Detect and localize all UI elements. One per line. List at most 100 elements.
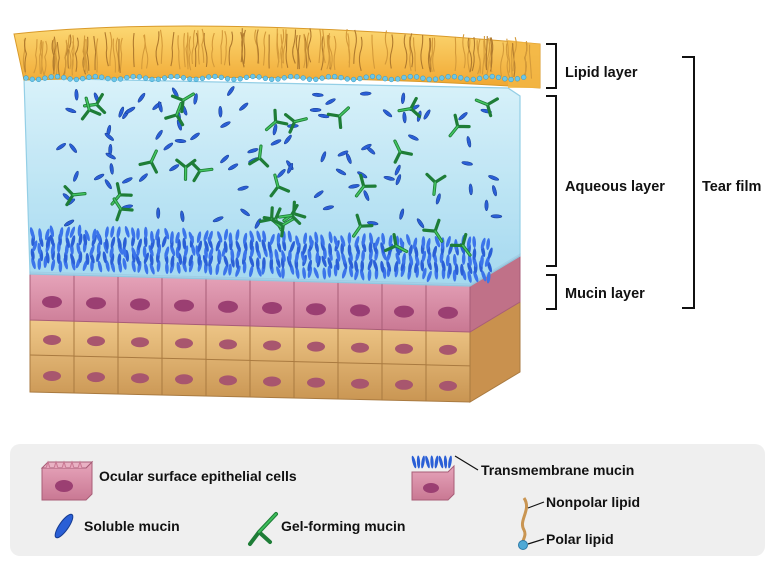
transmembrane-mucin [433, 261, 439, 273]
lipid-strand [115, 37, 120, 72]
transmembrane-mucin [255, 240, 259, 253]
lipid-strand [306, 32, 310, 67]
transmembrane-mucin [269, 233, 275, 246]
transmembrane-mucin [84, 229, 90, 242]
transmembrane-mucin [37, 242, 42, 255]
mucin-layer-label: Mucin layer [565, 286, 645, 302]
transmembrane-mucin [109, 246, 114, 259]
soluble-mucin [272, 123, 278, 136]
transmembrane-mucin [322, 267, 327, 280]
soluble-mucin [320, 151, 327, 163]
transmembrane-mucin [223, 264, 229, 276]
lipid-strand [197, 30, 200, 65]
transmembrane-mucin [269, 257, 274, 270]
polar-lipid-head [29, 76, 35, 82]
transmembrane-mucin [50, 259, 56, 272]
polar-lipid-head [111, 76, 117, 83]
gel-forming-mucin [474, 97, 499, 118]
polar-lipid-head [451, 74, 458, 80]
lipid-strand [488, 38, 493, 73]
transmembrane-mucin [262, 230, 267, 243]
transmembrane-mucin [122, 257, 127, 270]
transmembrane-mucin [92, 228, 97, 241]
transmembrane-mucin [354, 260, 359, 273]
transmembrane-mucin [228, 232, 233, 245]
polar-lipid-head [124, 74, 130, 81]
lipid-strand [420, 34, 424, 70]
polar-lipid-head [61, 74, 67, 81]
lipid-strand [155, 31, 160, 66]
polar-lipid-head [98, 74, 105, 80]
transmembrane-mucin [135, 254, 141, 266]
gel-forming-mucin [80, 96, 102, 121]
transmembrane-mucin [223, 255, 229, 267]
soluble-mucin [237, 185, 249, 191]
lipid-strand [95, 38, 99, 73]
mucin-bracket [546, 274, 557, 310]
transmembrane-mucin [143, 252, 149, 264]
lipid-strand [384, 30, 389, 65]
soluble-mucin [247, 148, 259, 154]
polar-lipid-head [199, 75, 206, 82]
cell-nucleus [218, 300, 238, 313]
transmembrane-mucin [137, 238, 142, 251]
tear-film-label: Tear film [702, 179, 761, 195]
transmembrane-pointer [454, 455, 479, 471]
transmembrane-mucin [197, 240, 203, 253]
basal-cell-layer [29, 299, 521, 403]
cell-nucleus [351, 378, 369, 389]
transmembrane-mucin [445, 254, 450, 267]
soluble-mucin [240, 208, 250, 217]
lipid-strand [409, 33, 414, 68]
lipid-strand [262, 31, 267, 66]
polar-lipid-head [105, 75, 111, 82]
gel-forming-mucin-icon [248, 512, 278, 546]
transmembrane-mucin [336, 249, 341, 262]
soluble-mucin [361, 143, 372, 151]
transmembrane-mucin [472, 248, 477, 260]
gel-forming-mucin [175, 158, 197, 181]
polar-lipid-head [136, 74, 143, 80]
transmembrane-mucin [408, 253, 414, 266]
transmembrane-mucin [460, 263, 464, 276]
transmembrane-mucin [380, 260, 385, 273]
legend-soluble-label: Soluble mucin [84, 518, 180, 534]
transmembrane-mucin [116, 226, 121, 239]
transmembrane-mucin [242, 261, 247, 274]
soluble-mucin [484, 199, 489, 212]
soluble-mucin [212, 216, 224, 223]
polar-lipid-head [23, 75, 29, 81]
soluble-mucin [73, 170, 79, 182]
transmembrane-mucin [430, 455, 434, 469]
transmembrane-mucin [328, 243, 333, 256]
polar-lipid-head [420, 75, 426, 81]
transmembrane-mucin [249, 255, 255, 268]
polar-lipid-head [483, 74, 489, 80]
polar-lipid-head [117, 76, 124, 82]
soluble-mucin [109, 163, 114, 175]
transmembrane-mucin [289, 240, 295, 253]
transmembrane-mucin [287, 230, 292, 243]
lipid-strand [228, 31, 234, 66]
cell-nucleus [395, 343, 413, 354]
lipid-strand [303, 33, 306, 69]
transmembrane-mucin [307, 248, 312, 261]
gel-forming-mucin [164, 102, 185, 127]
transmembrane-mucin [421, 455, 425, 469]
transmembrane-mucin [441, 259, 446, 272]
transmembrane-mucin [361, 233, 366, 246]
transmembrane-mucin [276, 232, 281, 245]
transmembrane-mucin [44, 228, 50, 241]
gel-forming-mucin [352, 213, 374, 238]
transmembrane-mucin [110, 236, 116, 249]
transmembrane-mucin [103, 242, 109, 254]
transmembrane-mucin [367, 258, 373, 271]
polar-lipid-head [508, 76, 514, 83]
transmembrane-mucin [235, 240, 241, 252]
transmembrane-mucin [480, 237, 486, 250]
transmembrane-mucin [315, 251, 320, 264]
aqueous-layer-label: Aqueous layer [565, 179, 665, 195]
cell-nucleus [439, 380, 457, 391]
transmembrane-mucin [105, 260, 110, 272]
polar-lipid-head [212, 73, 218, 80]
